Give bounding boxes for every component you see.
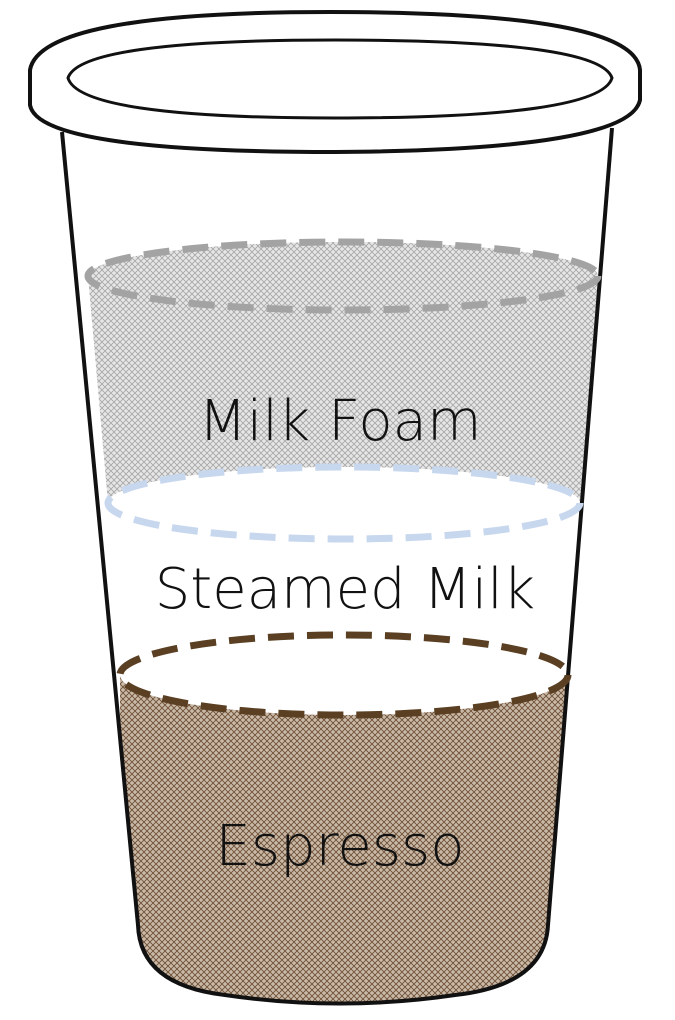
layer-fills: [88, 242, 598, 1004]
cup-lid-inner: [66, 38, 614, 120]
label-espresso: Espresso: [216, 814, 465, 879]
label-milk-foam: Milk Foam: [198, 389, 481, 454]
milk-foam-fill: [88, 242, 598, 539]
milk-foam-top-fill: [88, 242, 598, 310]
milk-foam-rim: [84, 238, 602, 314]
steamed-milk-rim: [104, 463, 584, 543]
espresso-fill: [120, 675, 568, 1004]
cup-body-outline: [60, 127, 614, 1006]
steamed-milk-mid-fill: [108, 467, 580, 539]
espresso-rim: [116, 631, 572, 719]
steamed-milk-fill: [108, 503, 580, 715]
label-steamed-milk: Steamed Milk: [155, 557, 536, 622]
